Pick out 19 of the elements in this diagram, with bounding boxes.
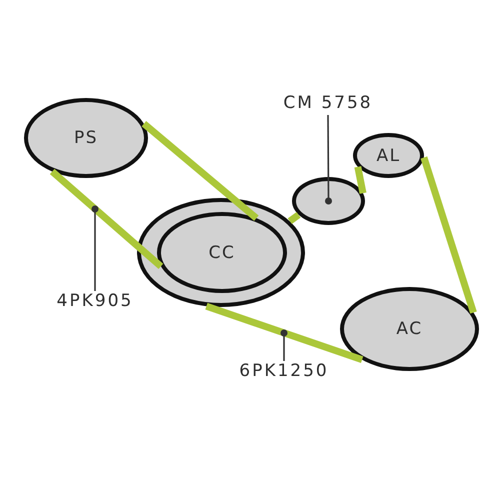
belt [50,168,164,270]
part-number-label: 4PK905 [35,291,155,313]
belt [354,166,366,194]
pulley [353,133,424,178]
belt [420,156,477,314]
pulley [292,177,365,225]
part-number-label: CM 5758 [268,93,388,115]
leader-line [325,115,332,204]
pulley-label: PS [74,128,98,148]
pulley-label: AC [396,319,423,339]
pulley-label: AL [376,146,401,166]
leader-line [92,206,98,291]
part-number-label: 6PK1250 [219,361,349,383]
leader-line [280,330,288,361]
belt [288,212,301,224]
belt [142,121,259,221]
pulley [157,212,287,293]
pulley-label: CC [208,242,236,262]
belt [205,302,364,363]
